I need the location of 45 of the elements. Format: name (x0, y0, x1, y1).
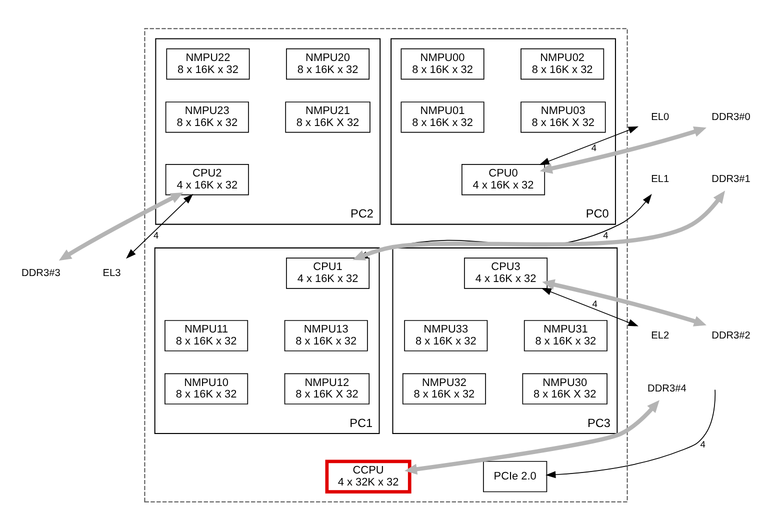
arrow (404, 400, 660, 474)
node-box: NMPU31 8 x 16K x 32 (524, 320, 608, 351)
node-text: EL2 (651, 330, 670, 341)
node-text: EL0 (651, 111, 670, 122)
node-text: DDR3#1 (712, 174, 750, 185)
edge-label: 4 (591, 142, 597, 152)
node-box: NMPU21 8 x 16K X 32 (285, 101, 370, 132)
node-box: NMPU12 8 x 16K X 32 (284, 372, 370, 404)
node-text: DDR3#3 (22, 267, 60, 278)
node-box: NMPU01 8 x 16K x 32 (400, 101, 484, 132)
edge-label: 4 (700, 439, 706, 450)
node-box: CCPU 4 x 32K x 32 (325, 459, 412, 493)
node-box: NMPU10 8 x 16K x 32 (164, 372, 248, 404)
arrow (540, 126, 706, 174)
node-box: PCIe 2.0 (483, 460, 548, 492)
node-box: NMPU23 8 x 16K x 32 (165, 101, 249, 132)
node-box: CPU0 4 x 16K x 32 (462, 164, 546, 195)
node-box: CPU3 4 x 16K x 32 (464, 257, 548, 288)
node-text: EL3 (102, 267, 121, 278)
arrow (539, 126, 639, 164)
node-box: NMPU02 8 x 16K x 32 (520, 48, 604, 80)
node-text: DDR3#0 (712, 111, 750, 122)
edge-label: 4 (154, 230, 159, 240)
node-box: NMPU13 8 x 16K x 32 (284, 320, 368, 351)
node-box: NMPU33 8 x 16K x 32 (404, 320, 488, 351)
node-text: DDR3#2 (712, 330, 750, 341)
arrow (542, 278, 706, 326)
node-box: NMPU00 8 x 16K x 32 (400, 48, 484, 80)
arrow (546, 388, 716, 478)
node-text: EL1 (651, 174, 670, 185)
node-box: NMPU03 8 x 16K X 32 (520, 101, 606, 132)
arrow (541, 288, 638, 326)
cluster (144, 28, 628, 502)
node-box: CPU2 4 x 16K x 32 (165, 164, 249, 195)
node-text: DDR3#4 (648, 382, 686, 394)
node-box: NMPU30 8 x 16K X 32 (522, 372, 608, 404)
edge-label: 4 (603, 230, 608, 240)
node-box: NMPU20 8 x 16K x 32 (286, 48, 370, 80)
edge-label: 4 (592, 298, 598, 308)
node-box: NMPU11 8 x 16K x 32 (164, 320, 248, 351)
node-box: NMPU32 8 x 16K x 32 (402, 372, 486, 404)
arrow (58, 192, 184, 260)
node-box: CPU1 4 x 16K x 32 (286, 257, 370, 288)
node-box: NMPU22 8 x 16K x 32 (166, 48, 250, 80)
arrow (126, 193, 194, 258)
